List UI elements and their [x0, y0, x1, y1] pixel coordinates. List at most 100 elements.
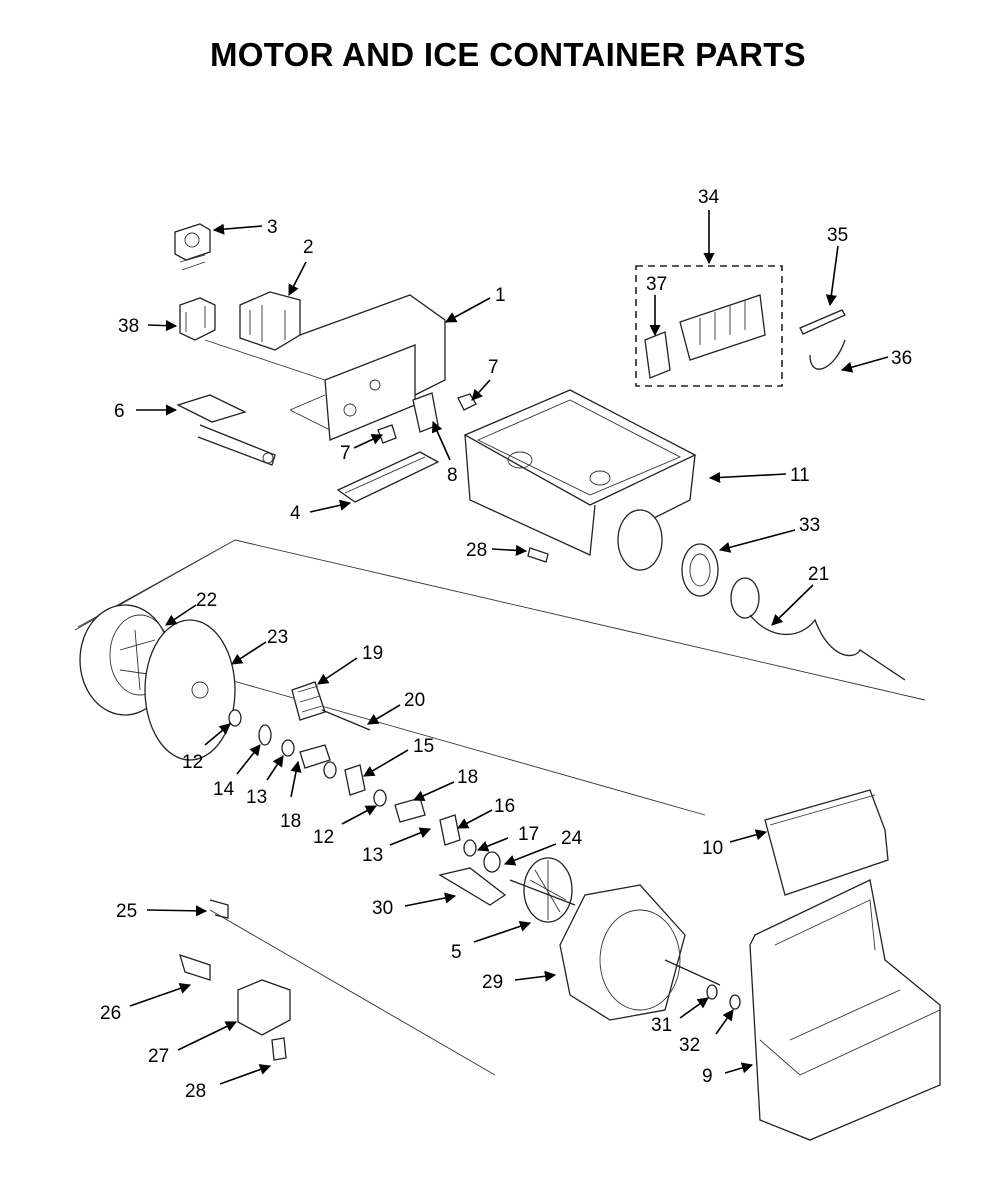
- blade-part-5: [509, 857, 576, 923]
- callout-25: 25: [116, 901, 137, 922]
- leader-2: [288, 261, 307, 296]
- callout-19: 19: [362, 643, 383, 664]
- housing-part-29: [559, 884, 721, 1021]
- leader-4: [309, 499, 352, 513]
- part-26: [179, 953, 211, 981]
- leader-3: [212, 223, 263, 235]
- callout-15: 15: [413, 736, 434, 757]
- part-25: [209, 899, 229, 919]
- part-12-lower: [323, 761, 337, 779]
- housing-part-1: [204, 294, 446, 441]
- part-12-upper: [228, 709, 242, 727]
- leader-29: [514, 970, 557, 982]
- callout-16: 16: [494, 796, 515, 817]
- callout-22: 22: [196, 590, 217, 611]
- leader-38: [147, 320, 178, 332]
- leader-27: [177, 1021, 238, 1051]
- callout-17: 17: [518, 824, 539, 845]
- part-14: [258, 724, 272, 746]
- callout-12-lower: 12: [313, 827, 334, 848]
- kit-part-34: [635, 265, 783, 387]
- callout-35: 35: [827, 225, 848, 246]
- leader-5: [473, 920, 532, 943]
- callout-4: 4: [290, 503, 301, 524]
- part-27: [237, 979, 291, 1036]
- callout-31: 31: [651, 1015, 672, 1036]
- wire-part-36: [809, 339, 846, 370]
- callout-29: 29: [482, 972, 503, 993]
- leader-28-upper: [491, 544, 528, 556]
- callout-34: 34: [698, 187, 720, 208]
- leader-13-upper: [266, 755, 284, 781]
- arm-part-6: [176, 394, 276, 466]
- callout-11: 11: [790, 465, 810, 486]
- leader-7-lower: [353, 434, 384, 449]
- callout-36: 36: [891, 348, 912, 369]
- door-part-10: [764, 789, 889, 896]
- callout-2: 2: [303, 237, 314, 258]
- part-15: [344, 764, 366, 796]
- leader-25: [146, 905, 208, 917]
- leader-12-upper: [204, 723, 231, 746]
- leader-20: [367, 704, 401, 725]
- callout-23: 23: [267, 627, 288, 648]
- leader-13-lower: [389, 827, 432, 846]
- shield-part-4: [336, 451, 440, 503]
- leader-15: [363, 749, 409, 777]
- callout-18-lower: 18: [457, 767, 478, 788]
- leader-24: [503, 843, 557, 866]
- callout-24: 24: [561, 828, 583, 849]
- callout-12-upper: 12: [182, 752, 203, 773]
- callout-26: 26: [100, 1003, 121, 1024]
- part-18-upper: [299, 744, 331, 769]
- shaft-part-20: [321, 709, 371, 731]
- callout-10: 10: [702, 838, 723, 859]
- leader-28-lower: [219, 1064, 272, 1085]
- part-18-lower: [394, 797, 426, 823]
- callout-5: 5: [451, 942, 462, 963]
- leader-30: [404, 892, 457, 907]
- callout-14: 14: [213, 779, 235, 800]
- control-part-37: [644, 294, 766, 379]
- leader-23: [231, 641, 267, 665]
- motor-part-2: [239, 291, 301, 351]
- callout-3: 3: [267, 217, 278, 238]
- leader-18-upper: [290, 760, 302, 798]
- solenoid-part-3: [174, 223, 211, 271]
- part-31: [706, 984, 718, 1000]
- callout-7-upper: 7: [488, 357, 499, 378]
- screw-part-28-lower: [271, 1037, 287, 1061]
- callout-37: 37: [646, 274, 667, 295]
- assembly-plane-outline: [74, 539, 926, 1076]
- leader-18-lower: [412, 781, 455, 801]
- leader-14: [236, 744, 261, 775]
- callout-28-upper: 28: [466, 540, 487, 561]
- leader-10: [729, 829, 768, 843]
- callout-27: 27: [148, 1046, 169, 1067]
- leader-26: [129, 983, 192, 1007]
- leader-9: [724, 1062, 754, 1074]
- bearing-part-33: [617, 509, 719, 597]
- leader-32: [715, 1009, 734, 1035]
- part-24: [483, 851, 501, 873]
- leader-11: [708, 471, 787, 484]
- callout-13-upper: 13: [246, 787, 267, 808]
- part-17: [463, 839, 477, 857]
- auger-housing-part-11: [463, 389, 697, 556]
- callout-1: 1: [495, 285, 506, 306]
- disc-part-23: [144, 619, 236, 761]
- leader-36: [840, 356, 889, 373]
- leader-33: [718, 529, 796, 553]
- screw-part-28-upper: [527, 547, 549, 563]
- leader-16: [457, 809, 493, 829]
- callout-6: 6: [114, 401, 125, 422]
- screw-part-7-upper: [457, 393, 477, 411]
- leader-35: [825, 245, 839, 307]
- callout-20: 20: [404, 690, 425, 711]
- leader-22: [165, 604, 197, 626]
- callout-9: 9: [702, 1066, 713, 1087]
- part-13-upper: [281, 739, 295, 757]
- part-19: [291, 681, 326, 721]
- leader-31: [679, 997, 709, 1019]
